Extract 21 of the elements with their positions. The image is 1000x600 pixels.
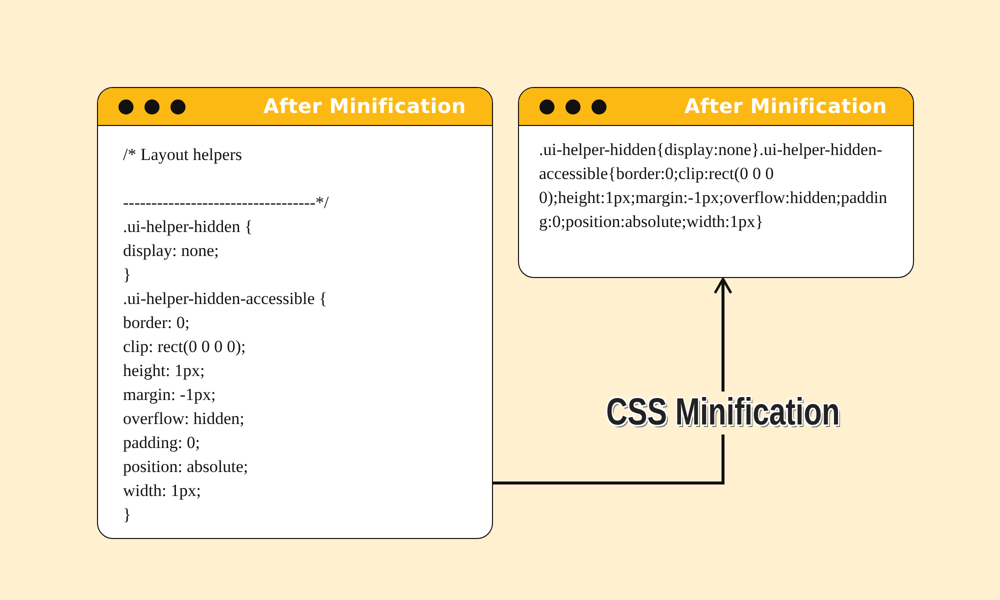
- window-title: After Minification: [684, 94, 887, 118]
- code-line: }: [123, 504, 132, 526]
- code-line: display: none;: [123, 240, 219, 262]
- code-text: .ui-helper-hidden{display:none}.ui-helper-hidden-accessible{border:0;clip:rect(0 0 0 0);height:1px;margin:-1px;overflow:hidden;padding:0;position:absolute;width:1px}: [539, 139, 888, 233]
- code-line: border: 0;: [123, 312, 190, 334]
- code-line: clip: rect(0 0 0 0);: [123, 336, 246, 358]
- code-line: /* Layout helpers: [123, 144, 242, 166]
- code-line: .ui-helper-hidden {: [123, 216, 253, 238]
- window-title: After Minification: [263, 94, 466, 118]
- code-line: .ui-helper-hidden-accessible {: [123, 288, 328, 310]
- code-line: position: absolute;: [123, 456, 248, 478]
- code-line: height: 1px;: [123, 360, 205, 382]
- arrow: [493, 278, 732, 484]
- code-line: margin: -1px;: [123, 384, 216, 406]
- code-line: }: [123, 264, 132, 286]
- code-line: width: 1px;: [123, 480, 201, 502]
- code-line: overflow: hidden;: [123, 408, 244, 430]
- code-line: ----------------------------------*/: [123, 192, 329, 214]
- browser-window: [518, 87, 914, 278]
- code-line: padding: 0;: [123, 432, 200, 454]
- browser-window: [97, 87, 493, 539]
